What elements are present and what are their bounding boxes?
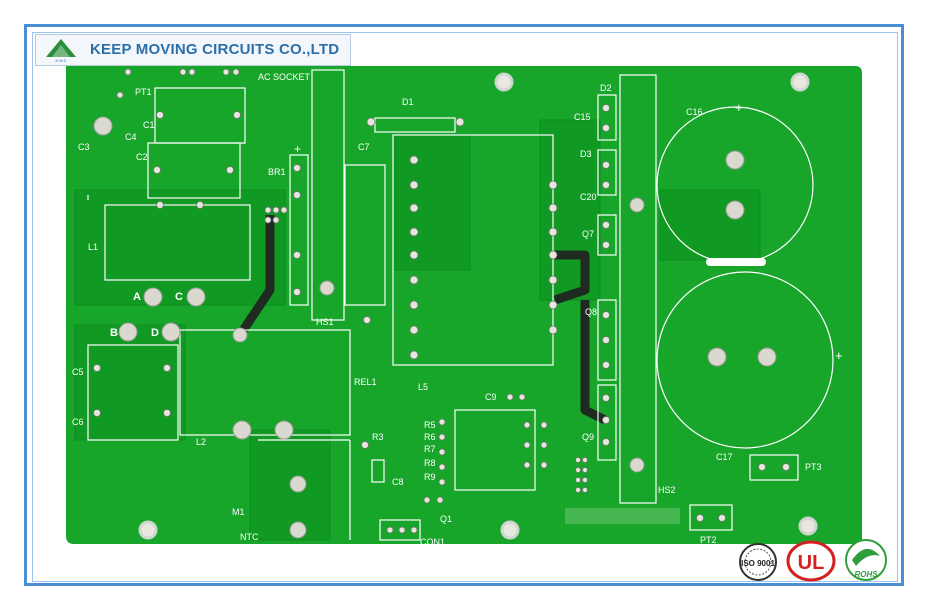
label-q7: Q7 [582, 229, 594, 239]
label-d1: D1 [402, 97, 414, 107]
label-c16: C16 [686, 107, 703, 117]
label-c6: C6 [72, 417, 84, 427]
ul-mark: UL [786, 540, 836, 582]
label-c2: C2 [136, 152, 148, 162]
label-pt1: PT1 [135, 87, 152, 97]
label-pt3: PT3 [805, 462, 822, 472]
label-r5: R5 [424, 420, 436, 430]
label-r7: R7 [424, 444, 436, 454]
label-r8: R8 [424, 458, 436, 468]
label-plus-c16: + [735, 100, 743, 115]
pcb-substrate [66, 66, 862, 544]
label-pad-d: D [151, 327, 159, 339]
label-c4: C4 [125, 132, 137, 142]
iso-seal-text: ISO 9001 [741, 559, 775, 568]
label-q9: Q9 [582, 432, 594, 442]
rohs-mark: ROHS [845, 539, 887, 581]
label-c3: C3 [78, 142, 90, 152]
label-c8: C8 [392, 477, 404, 487]
silkscreen-outlines [87, 69, 834, 541]
label-pad-b: B [110, 327, 118, 339]
label-r6: R6 [424, 432, 436, 442]
label-l5: L5 [418, 382, 428, 392]
label-d3: D3 [580, 149, 592, 159]
label-hs2: HS2 [658, 485, 676, 495]
label-pad-a: A [133, 291, 141, 303]
label-c5: C5 [72, 367, 84, 377]
label-hs1: HS1 [316, 317, 334, 327]
label-c1: C1 [143, 120, 155, 130]
label-q1: Q1 [440, 514, 452, 524]
iso-seal: ISO 9001 [739, 543, 777, 581]
label-rel1: REL1 [354, 377, 377, 387]
label-con1: CON1 [420, 537, 445, 547]
ul-mark-text: UL [798, 552, 825, 574]
small-holes [93, 68, 790, 534]
label-br1: BR1 [268, 167, 286, 177]
label-m1: M1 [232, 507, 245, 517]
label-ac-socket: AC SOCKET [258, 72, 311, 82]
label-q8: Q8 [585, 307, 597, 317]
image-frame-inner [32, 32, 898, 582]
label-c9: C9 [485, 392, 497, 402]
label-l2: L2 [196, 437, 206, 447]
label-c17: C17 [716, 452, 733, 462]
blurred-strip [565, 508, 680, 524]
label-c15: C15 [574, 112, 591, 122]
company-name: KEEP MOVING CIRCUITS CO.,LTD [90, 41, 340, 58]
label-c7: C7 [358, 142, 370, 152]
c16-band [706, 258, 766, 266]
label-plus-c17: + [835, 348, 843, 363]
company-logo: K M C [46, 39, 76, 63]
label-r3: R3 [372, 432, 384, 442]
company-banner: K M C KEEP MOVING CIRCUITS CO.,LTD [35, 34, 351, 66]
company-logo-text: K M C [55, 58, 66, 63]
label-r9: R9 [424, 472, 436, 482]
label-ntc: NTC [240, 532, 259, 542]
label-l1: L1 [88, 242, 98, 252]
pads [93, 116, 777, 539]
mounting-holes [138, 72, 818, 540]
label-pad-c: C [175, 291, 183, 303]
rohs-mark-text: ROHS [854, 570, 878, 579]
label-pt2: PT2 [700, 535, 717, 545]
label-c20: C20 [580, 192, 597, 202]
label-d2: D2 [600, 83, 612, 93]
label-plus-br1: + [294, 142, 301, 156]
